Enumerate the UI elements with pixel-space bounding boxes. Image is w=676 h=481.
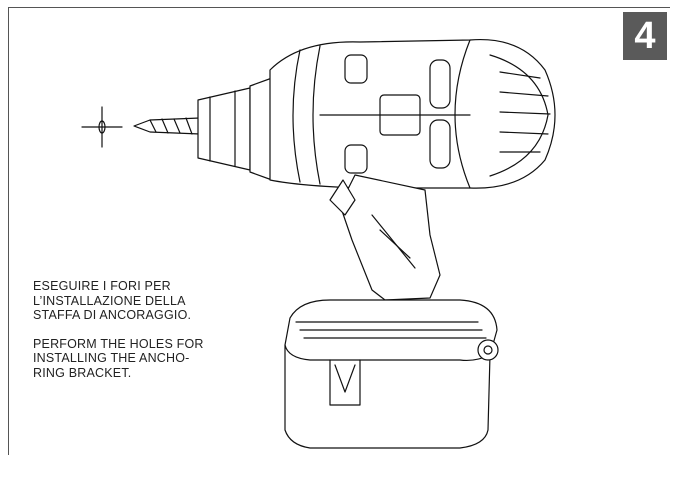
instruction-line-it-2: L’INSTALLAZIONE DELLA xyxy=(33,293,186,308)
page-frame-top xyxy=(8,7,670,8)
handle-icon xyxy=(329,174,441,301)
instruction-line-it-1: ESEGUIRE I FORI PER xyxy=(33,279,171,293)
instruction-line-en-3: RING BRACKET. xyxy=(33,365,132,380)
crosshair-icon xyxy=(81,106,123,148)
instruction-line-it-3: STAFFA DI ANCORAGGIO. xyxy=(33,308,192,323)
instruction-line-en-2: INSTALLING THE ANCHO- xyxy=(33,351,190,366)
chuck-icon xyxy=(197,77,273,181)
drill-bit-icon xyxy=(133,117,201,135)
drill-icon xyxy=(133,38,556,449)
instructions-english: PERFORM THE HOLES FOR INSTALLING THE ANC… xyxy=(33,337,243,381)
instructions-italian: ESEGUIRE I FORI PER L’INSTALLAZIONE DELL… xyxy=(33,279,243,323)
step-number: 4 xyxy=(634,14,656,57)
battery-pack-icon xyxy=(284,299,499,449)
motor-housing-icon xyxy=(269,38,556,189)
step-number-badge: 4 xyxy=(623,12,667,60)
instruction-line-en-1: PERFORM THE HOLES FOR xyxy=(33,336,204,351)
instructions-block: ESEGUIRE I FORI PER L’INSTALLAZIONE DELL… xyxy=(33,279,243,395)
page-frame-left xyxy=(8,7,9,455)
